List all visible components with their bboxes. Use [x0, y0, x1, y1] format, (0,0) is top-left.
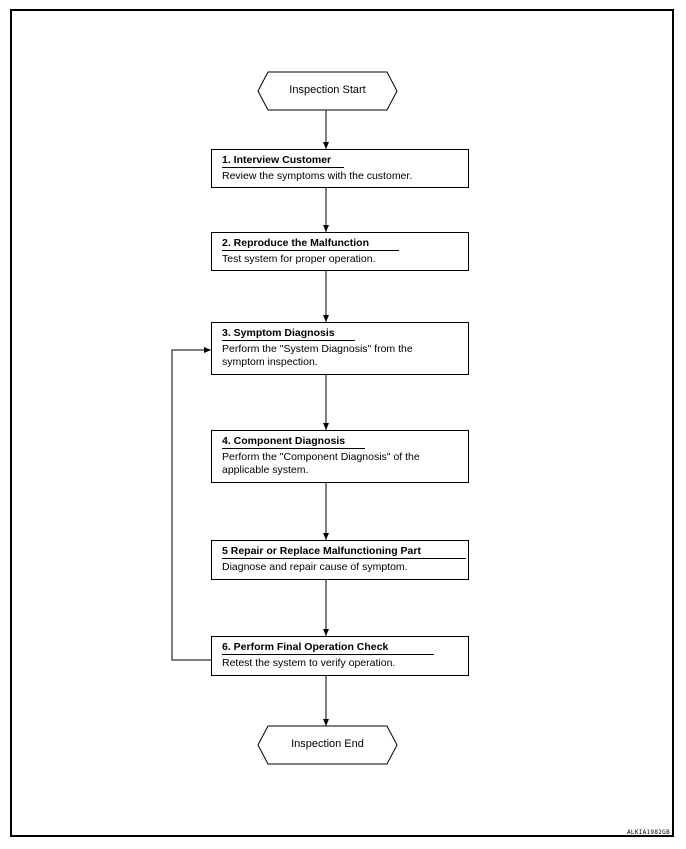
- step-title: 5 Repair or Replace Malfunctioning Part: [222, 545, 466, 559]
- end-terminal-label: Inspection End: [291, 738, 364, 750]
- end-terminal-shape: [257, 725, 398, 765]
- step-box-2: 2. Reproduce the Malfunction Test system…: [211, 232, 469, 271]
- step-description: Retest the system to verify operation.: [222, 657, 396, 669]
- step-description: Review the symptoms with the customer.: [222, 170, 413, 182]
- step-description: Diagnose and repair cause of symptom.: [222, 561, 408, 573]
- step-description: Perform the "Component Diagnosis" of the…: [222, 451, 420, 476]
- figure-code: ALKIA1982GB: [626, 829, 670, 836]
- step-box-1: 1. Interview Customer Review the symptom…: [211, 149, 469, 188]
- start-terminal-shape: [257, 71, 398, 111]
- step-description: Test system for proper operation.: [222, 253, 376, 265]
- diagram-frame: [10, 9, 674, 837]
- step-description: Perform the "System Diagnosis" from the …: [222, 343, 413, 368]
- step-box-5: 5 Repair or Replace Malfunctioning Part …: [211, 540, 469, 580]
- step-box-6: 6. Perform Final Operation Check Retest …: [211, 636, 469, 676]
- start-terminal-label: Inspection Start: [289, 84, 366, 96]
- step-box-4: 4. Component Diagnosis Perform the "Comp…: [211, 430, 469, 483]
- step-title: 3. Symptom Diagnosis: [222, 327, 355, 341]
- step-title: 6. Perform Final Operation Check: [222, 641, 434, 655]
- step-title: 2. Reproduce the Malfunction: [222, 237, 399, 251]
- step-title: 1. Interview Customer: [222, 154, 344, 168]
- step-title: 4. Component Diagnosis: [222, 435, 365, 449]
- step-box-3: 3. Symptom Diagnosis Perform the "System…: [211, 322, 469, 375]
- loop-back-arrow: [171, 347, 211, 661]
